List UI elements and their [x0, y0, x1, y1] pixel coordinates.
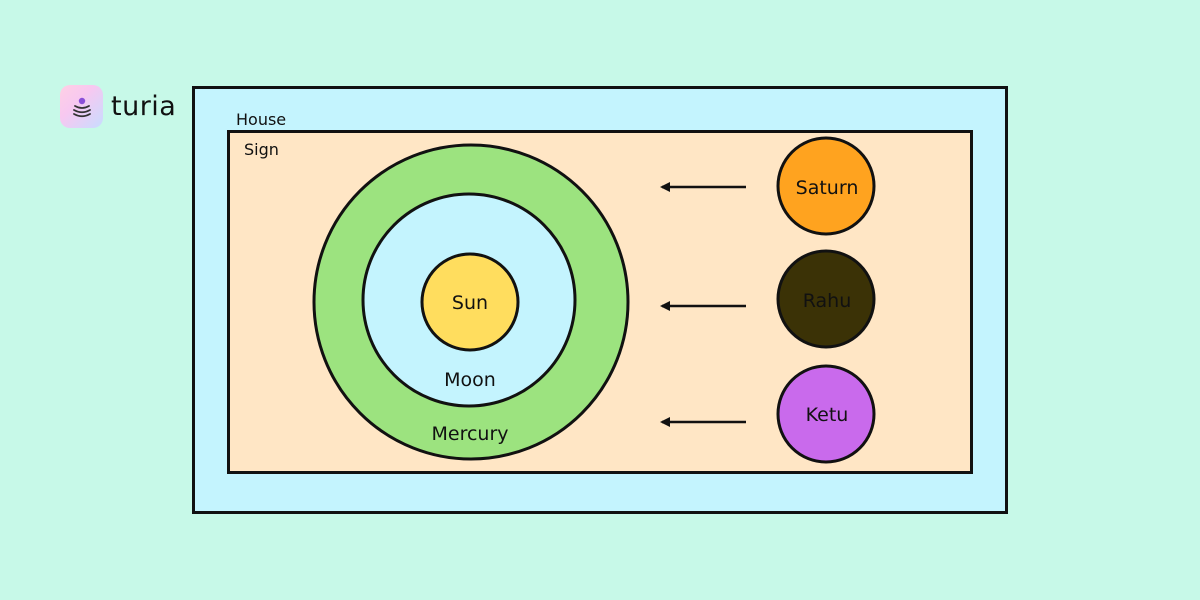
brand-name: turia [111, 91, 177, 122]
brand-logo: turia [60, 85, 176, 128]
moon-label: Moon [444, 369, 496, 391]
planet-ketu-label: Ketu [806, 404, 849, 426]
mercury-label: Mercury [431, 423, 508, 445]
house-label: House [236, 110, 286, 129]
sign-label: Sign [244, 140, 279, 159]
planet-rahu [776, 249, 876, 349]
planet-rahu-label: Rahu [803, 290, 852, 312]
planet-ketu [776, 364, 876, 464]
sun-core [420, 252, 520, 352]
planet-saturn-label: Saturn [796, 177, 859, 199]
stacked-layers-icon [60, 85, 103, 128]
sun-label: Sun [452, 292, 488, 314]
planet-saturn [776, 136, 876, 236]
